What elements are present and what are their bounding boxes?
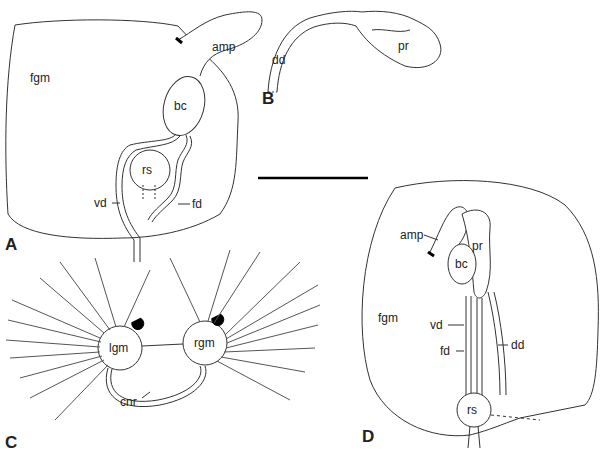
part-label: amp — [400, 229, 423, 241]
part-label: amp — [212, 41, 235, 53]
panel-letter: A — [5, 236, 17, 253]
part-label: fgm — [378, 312, 398, 324]
panel-letter: D — [362, 428, 374, 445]
panel-letter: C — [5, 434, 17, 451]
part-label: pr — [398, 40, 409, 52]
part-label: bc — [455, 258, 468, 270]
part-label: lgm — [109, 342, 128, 354]
part-label: dd — [511, 339, 524, 351]
part-label: vd — [94, 197, 107, 209]
part-label: rs — [142, 164, 152, 176]
part-label: rgm — [194, 337, 215, 349]
part-label: fgm — [30, 72, 50, 84]
part-label: rs — [467, 404, 477, 416]
part-label: dd — [272, 54, 285, 66]
part-label: fd — [192, 198, 202, 210]
panel-letter: B — [262, 90, 274, 107]
part-label: pr — [472, 240, 483, 252]
part-label: cnr — [120, 396, 137, 408]
part-label: fd — [440, 345, 450, 357]
part-label: vd — [430, 319, 443, 331]
part-label: bc — [174, 100, 187, 112]
